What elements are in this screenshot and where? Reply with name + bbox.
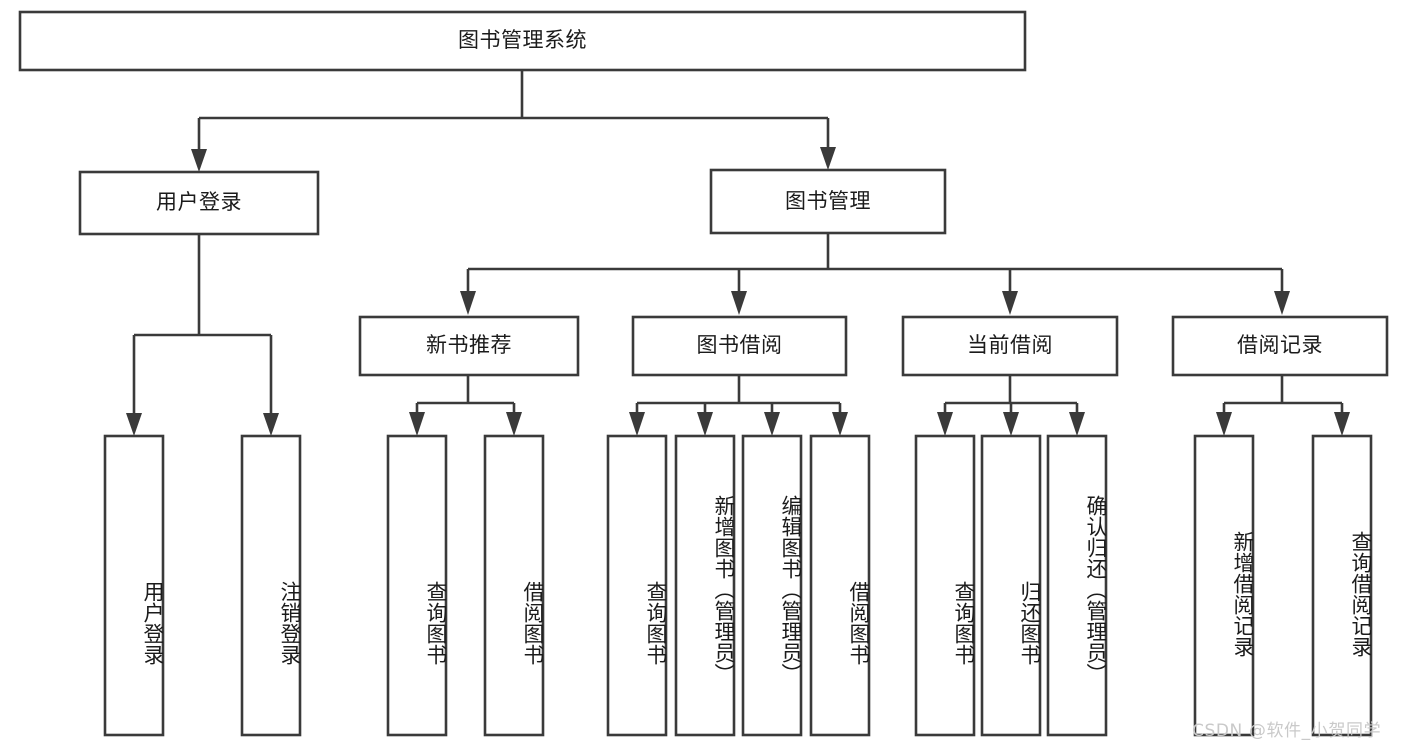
arrowhead-to-user-login [191,149,207,172]
connector-current-borrow-to-leaves [943,375,1079,415]
node-box-user-login[interactable] [78,170,320,236]
arrowhead-to-book-manage [820,147,836,170]
arrowhead-to-leaf-add-book-admin [697,412,713,436]
node-box-leaf-return-book[interactable] [980,434,1042,737]
arrowhead-to-leaf-query-book-1 [409,412,425,436]
connector-book-manage-to-level3 [466,233,1284,292]
arrowhead-to-leaf-query-book-2 [629,412,645,436]
node-box-leaf-edit-book-admin[interactable] [741,434,803,737]
connector-new-book-recommend-to-leaves [415,375,516,415]
node-box-leaf-confirm-return-admin[interactable] [1046,434,1108,737]
arrowhead-to-leaf-user-login [126,413,142,436]
node-box-new-book-recommend[interactable] [358,315,580,377]
arrowhead-to-leaf-borrow-book-2 [832,412,848,436]
arrowhead-to-leaf-query-book-3 [937,412,953,436]
node-box-book-borrow[interactable] [631,315,848,377]
node-box-leaf-logout-login[interactable] [240,434,302,737]
arrowhead-to-new-book-recommend [460,291,476,315]
node-box-leaf-query-borrow-record[interactable] [1311,434,1373,737]
arrowhead-to-borrow-record [1274,291,1290,315]
connector-user-login-to-leaves [132,234,273,415]
arrowhead-to-leaf-logout-login [263,413,279,436]
arrowhead-to-book-borrow [731,291,747,315]
node-box-borrow-record[interactable] [1171,315,1389,377]
arrowhead-to-leaf-edit-book-admin [764,412,780,436]
arrowhead-to-leaf-return-book [1003,412,1019,436]
node-box-leaf-query-book-2[interactable] [606,434,668,737]
arrowhead-to-current-borrow [1002,291,1018,315]
node-box-root[interactable] [18,10,1027,72]
node-box-current-borrow[interactable] [901,315,1119,377]
node-box-leaf-borrow-book-1[interactable] [483,434,545,737]
arrowhead-to-leaf-query-borrow-record [1334,412,1350,436]
node-box-leaf-borrow-book-2[interactable] [809,434,871,737]
node-box-leaf-add-borrow-record[interactable] [1193,434,1255,737]
connector-book-borrow-to-leaves [635,375,842,415]
node-box-leaf-user-login[interactable] [103,434,165,737]
arrowhead-to-leaf-borrow-book-1 [506,412,522,436]
connector-borrow-record-to-leaves [1222,375,1344,415]
node-box-book-manage[interactable] [709,168,947,235]
node-box-leaf-add-book-admin[interactable] [674,434,736,737]
node-box-leaf-query-book-1[interactable] [386,434,448,737]
node-box-leaf-query-book-3[interactable] [914,434,976,737]
arrowhead-to-leaf-add-borrow-record [1216,412,1232,436]
connector-root-to-level2 [197,70,830,150]
arrowhead-to-leaf-confirm-return-admin [1069,412,1085,436]
